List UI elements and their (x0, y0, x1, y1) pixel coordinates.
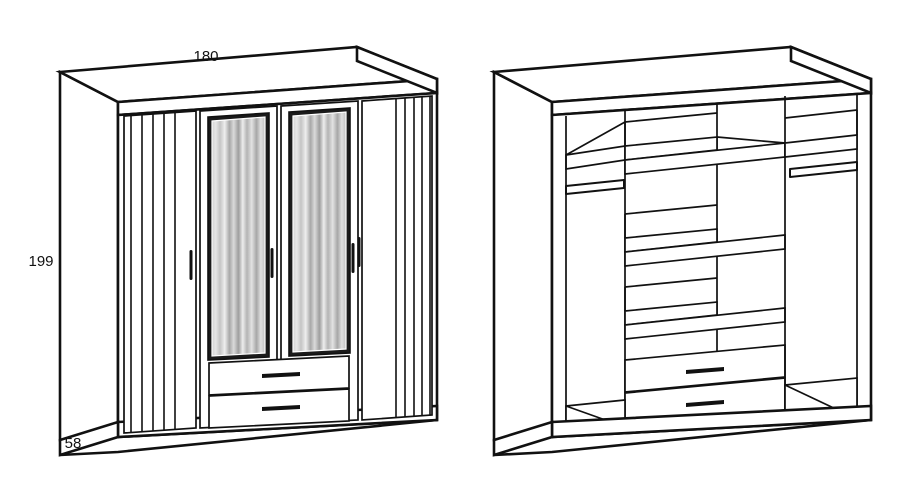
closed-plinth-side (58, 420, 120, 457)
interior-center-shelf-1-back (624, 112, 718, 123)
interior-right-shelf-back (784, 109, 858, 119)
closed-lower-drawer-handle[interactable] (262, 405, 300, 411)
closed-plinth-bottom-edge (59, 418, 438, 457)
dimension-width-label: 180 (193, 48, 218, 65)
right-hanging-rail (789, 161, 858, 178)
view-interior-wardrobe (489, 45, 873, 457)
interior-plinth-side (492, 420, 554, 457)
interior-center-shelf-3-back (624, 277, 718, 288)
left-mirror-door-handle[interactable] (270, 248, 274, 278)
left-mirror-glass (211, 116, 266, 357)
interior-lower-drawer-handle[interactable] (686, 400, 724, 407)
right-door-slats (395, 96, 431, 417)
interior-plinth-bottom-edge (493, 418, 872, 457)
dimension-height-label: 199 (28, 253, 53, 270)
view-closed-wardrobe: 180 199 58 (28, 45, 439, 457)
closed-left-side-panel (58, 69, 120, 442)
right-mirror-glass (292, 111, 347, 353)
door-left-slatted[interactable] (123, 110, 197, 434)
right-mirror-door-handle[interactable] (351, 243, 355, 273)
interior-upper-drawer-handle[interactable] (686, 367, 724, 374)
left-door-slats (130, 113, 176, 433)
left-hanging-rail (565, 179, 625, 195)
interior-right-shelf (784, 134, 858, 158)
closed-upper-drawer-handle[interactable] (262, 372, 300, 378)
interior-wide-shelf-back (716, 136, 786, 144)
interior-center-shelf-2-back (624, 204, 718, 215)
right-slatted-door-handle[interactable] (357, 237, 361, 267)
left-slatted-door-handle[interactable] (189, 250, 193, 280)
interior-left-side-panel (492, 69, 554, 442)
interior-left-shelf-back-edge (565, 121, 626, 156)
dimension-depth-label: 58 (65, 435, 82, 452)
